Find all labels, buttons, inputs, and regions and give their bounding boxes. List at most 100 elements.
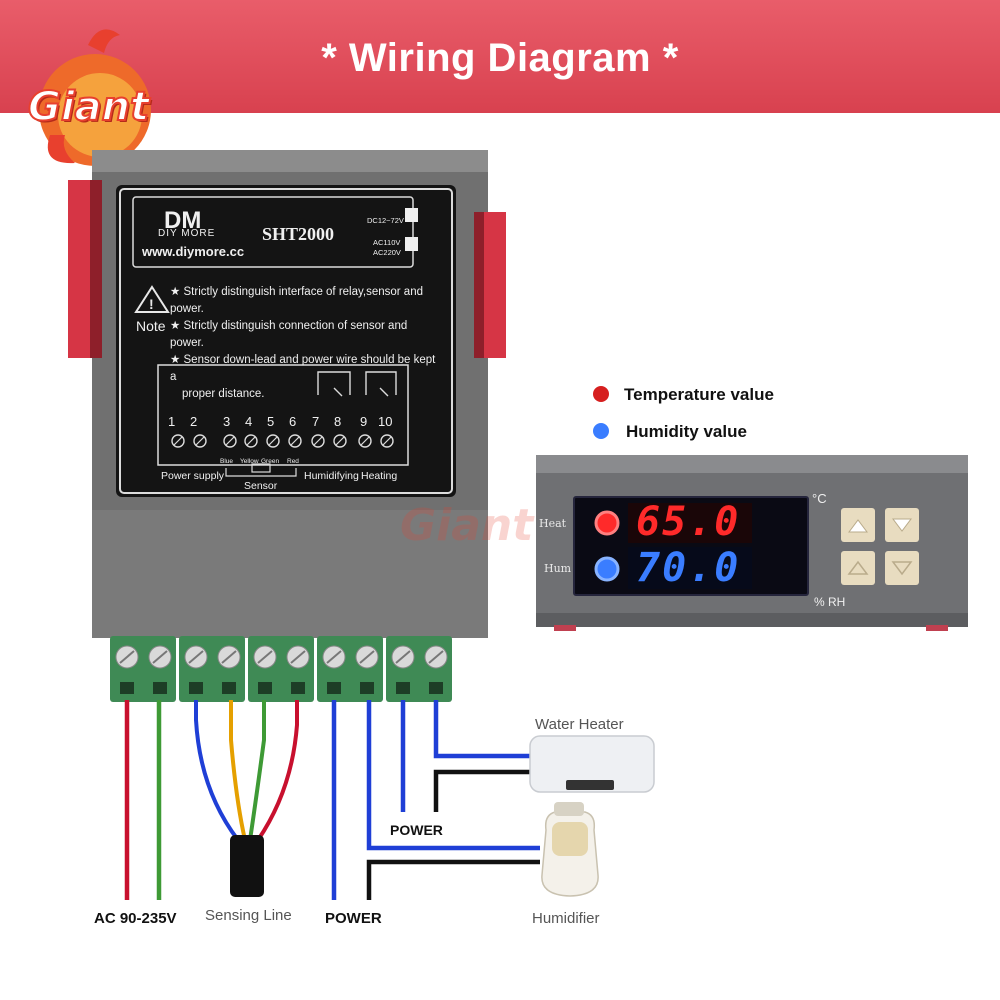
label-screw-4 <box>244 434 258 448</box>
button-up-lower <box>841 551 875 585</box>
controller-top-view: DM ! <box>68 150 506 638</box>
brand-logo <box>39 29 151 166</box>
terminal-number-1: 1 <box>168 414 176 429</box>
label-screw-7 <box>311 434 325 448</box>
terminal-number-5: 5 <box>267 414 275 429</box>
wire-humidifier-black <box>366 859 540 900</box>
terminal-number-8: 8 <box>334 414 342 429</box>
label-screw-slot-9 <box>360 436 370 446</box>
label-screw-slot-8 <box>335 436 345 446</box>
note-1: ★ Strictly distinguish interface of rela… <box>170 286 423 315</box>
note-2: ★ Strictly distinguish connection of sen… <box>170 320 408 349</box>
legend-dot-humidity <box>593 423 609 439</box>
front-panel-display-bezel <box>573 496 809 596</box>
hum-label: Hum <box>544 562 572 575</box>
terminal-number-10: 10 <box>378 414 393 429</box>
terminal-frame <box>157 364 409 466</box>
button-down-lower <box>885 551 919 585</box>
terminal-wire-hole <box>153 682 167 694</box>
terminal-wire-hole <box>360 682 374 694</box>
temperature-reading: 65.0 <box>636 499 741 545</box>
legend-temperature-label: Temperature value <box>624 385 774 404</box>
logo-fish-fin <box>47 135 75 164</box>
page-title: * Wiring Diagram * <box>321 36 679 80</box>
water-heater-display <box>566 780 614 790</box>
label-screw-slot-5 <box>268 436 278 446</box>
label-screw-10 <box>380 434 394 448</box>
right-clip-shadow <box>474 212 484 358</box>
legend-humidity-label: Humidity value <box>626 422 747 441</box>
display-temp-area <box>628 503 752 543</box>
terminal-number-2: 2 <box>190 414 198 429</box>
label-screw-slot-6 <box>290 436 300 446</box>
label-screw-slot-7 <box>313 436 323 446</box>
unit-rh: % RH <box>814 595 846 609</box>
label-power-heater: POWER <box>390 822 443 838</box>
wire-heater-blue <box>433 700 530 759</box>
sensor-color-red: Red <box>287 458 299 465</box>
terminal-wire-hole <box>258 682 272 694</box>
label-screw-8 <box>333 434 347 448</box>
terminal-wire-hole <box>327 682 341 694</box>
terminal-number-4: 4 <box>245 414 253 429</box>
note-label: Note <box>136 318 166 334</box>
controller-top-rim <box>92 150 488 172</box>
display-hum-area <box>628 547 752 589</box>
watermark: Giant <box>400 500 534 551</box>
logo-fish-inner <box>58 73 142 157</box>
arrow-down-outline-icon <box>891 561 913 576</box>
warning-exclaim: ! <box>149 296 154 312</box>
note-4: proper distance. <box>182 388 265 400</box>
header-banner <box>0 0 1000 113</box>
terminal-number-3: 3 <box>223 414 231 429</box>
voltage-checkbox-dc <box>405 208 418 222</box>
wire-heater-power-black <box>433 769 530 812</box>
voltage-option-dc: DC12~72V <box>367 216 404 225</box>
label-screw-slot-3 <box>225 436 235 446</box>
terminal-wire-hole <box>291 682 305 694</box>
group-power-supply: Power supply <box>161 470 225 482</box>
terminal-number-6: 6 <box>289 414 297 429</box>
foot-left <box>554 625 576 631</box>
label-sensing-line: Sensing Line <box>205 907 292 924</box>
controller-lower-body <box>92 510 488 638</box>
group-sensor: Sensor <box>244 480 278 492</box>
label-header-border <box>132 196 414 268</box>
label-screw-1 <box>171 434 185 448</box>
voltage-checkbox-ac <box>405 237 418 251</box>
label-outer-border <box>119 188 453 494</box>
terminal-number-7: 7 <box>312 414 320 429</box>
heat-label: Heat <box>539 517 567 530</box>
terminal-wire-hole <box>222 682 236 694</box>
group-humidifying: Humidifying <box>304 470 359 482</box>
controller-website: www.diymore.cc <box>142 244 245 259</box>
terminal-wire-hole <box>120 682 134 694</box>
note-list: ★ Strictly distinguish interface of rela… <box>170 284 440 403</box>
terminal-screw-slot <box>326 650 342 664</box>
label-screw-6 <box>288 434 302 448</box>
terminal-numbers: 1 2 3 4 5 6 7 8 9 10 <box>168 414 400 432</box>
wire-sensor-yellow <box>229 700 247 841</box>
voltage-option-ac110: AC110V <box>373 238 401 247</box>
button-grid <box>841 508 919 585</box>
arrow-up-icon <box>848 519 868 533</box>
terminal-screw-slot <box>119 650 135 664</box>
brand-logo-text: Giant <box>27 83 150 131</box>
legend-dots <box>593 386 609 439</box>
humidity-reading: 70.0 <box>636 545 741 591</box>
sensor-bracket <box>225 468 297 477</box>
voltage-option-ac220: AC220V <box>373 248 401 257</box>
label-screw-9 <box>358 434 372 448</box>
left-clip-shadow <box>90 180 102 358</box>
water-heater-body <box>529 735 655 793</box>
label-screw-3 <box>223 434 237 448</box>
terminal-screw-slot <box>395 650 411 664</box>
humidifier-top <box>554 802 584 816</box>
wire-sensor-green <box>248 700 266 841</box>
terminal-number-9: 9 <box>360 414 368 429</box>
terminal-wire-hole <box>429 682 443 694</box>
label-screw-slot-1 <box>173 436 183 446</box>
hum-led <box>594 556 620 582</box>
label-screw-slot-4 <box>246 436 256 446</box>
brand-mark: DM <box>164 207 201 234</box>
